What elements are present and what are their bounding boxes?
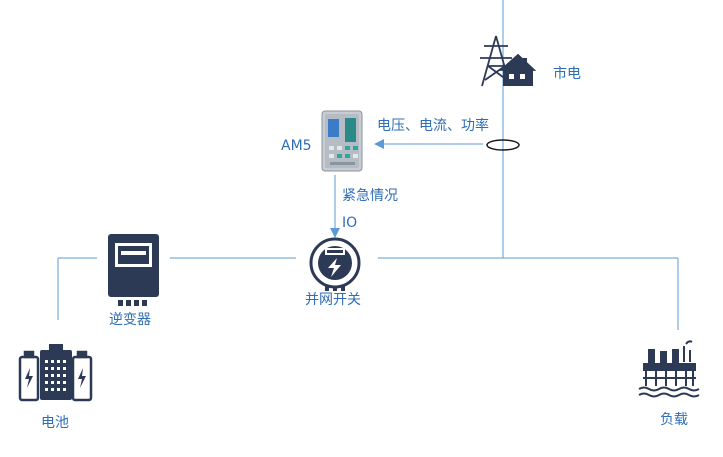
label-io: IO (342, 215, 358, 231)
am5-protection-relay-icon (321, 110, 363, 172)
label-meter: AM5 (281, 138, 312, 154)
inverter-cabinet-icon (108, 234, 159, 306)
label-inverter: 逆变器 (109, 312, 151, 328)
label-switch: 并网开关 (305, 292, 361, 308)
current-transformer-ring-icon (486, 139, 520, 151)
grid-switch-meter-icon (309, 237, 361, 291)
label-emergency: 紧急情况 (342, 188, 398, 204)
factory-load-icon (638, 340, 700, 398)
connection-lines (57, 0, 679, 330)
label-grid: 市电 (553, 66, 581, 82)
label-measure: 电压、电流、功率 (377, 118, 489, 134)
label-load: 负载 (660, 412, 688, 428)
power-tower-house-icon (480, 35, 537, 87)
battery-cell-dots (45, 360, 66, 391)
battery-bank-icon (18, 344, 93, 402)
label-battery: 电池 (41, 415, 69, 431)
